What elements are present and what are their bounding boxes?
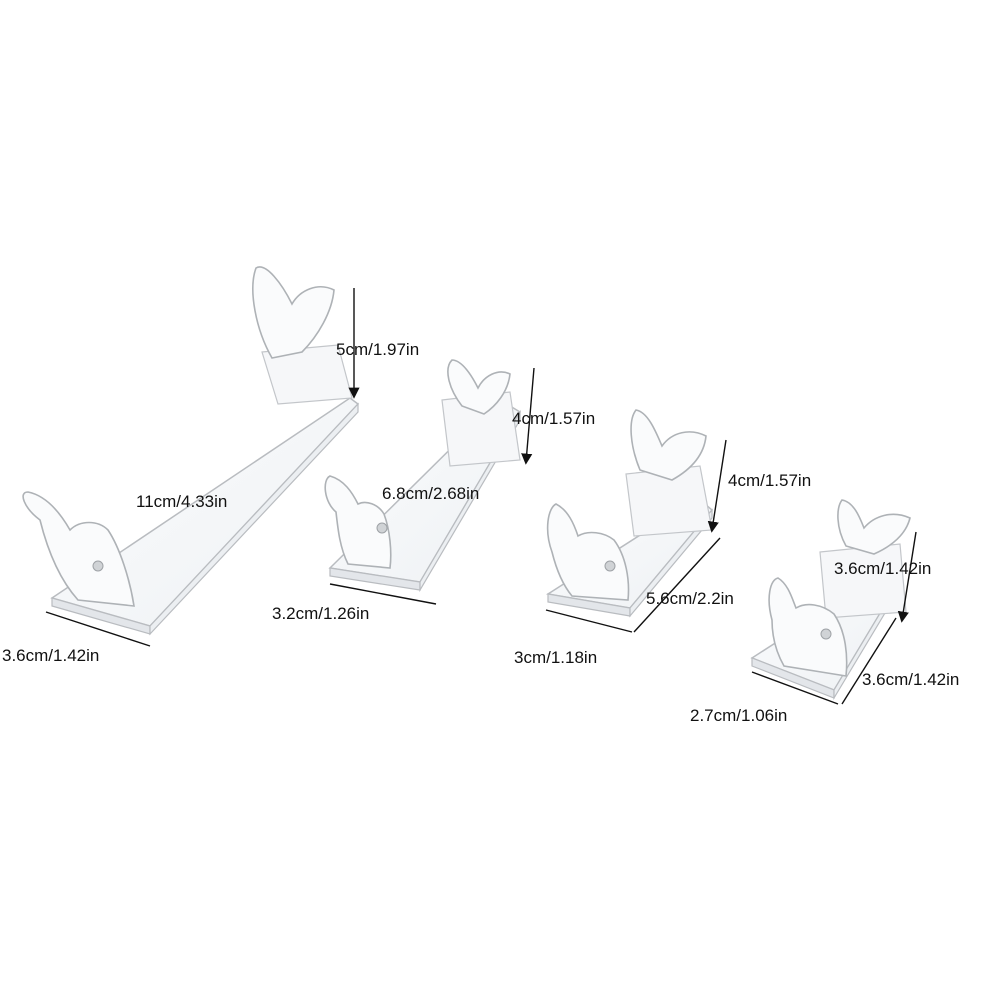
stand-medium-large-height-label: 4cm/1.57in	[512, 409, 596, 428]
stand-medium-large-front-butterfly	[324, 475, 392, 569]
stand-medium-large-length-label: 6.8cm/2.68in	[382, 484, 480, 503]
stand-large	[22, 266, 360, 647]
stand-small-length-label: 3.6cm/1.42in	[862, 670, 960, 689]
stand-large-front-butterfly	[22, 491, 135, 607]
stand-large-width-label: 3.6cm/1.42in	[2, 646, 100, 665]
stand-small-width-label: 2.7cm/1.06in	[690, 706, 788, 725]
stand-small-back-butterfly	[837, 499, 911, 555]
stand-large-back-butterfly	[252, 266, 335, 359]
stand-medium-height-label: 4cm/1.57in	[728, 471, 812, 490]
stand-medium-length-label: 5.6cm/2.2in	[646, 589, 734, 608]
stand-medium-large-width-label: 3.2cm/1.26in	[272, 604, 370, 623]
stand-medium-back-butterfly	[630, 409, 707, 481]
stand-small-height-label: 3.6cm/1.42in	[834, 559, 932, 578]
stand-medium-width-label: 3cm/1.18in	[514, 648, 598, 667]
stand-medium	[545, 409, 727, 633]
stand-medium-large-back-butterfly	[447, 359, 511, 415]
stand-small	[750, 499, 917, 705]
stand-medium-large	[324, 359, 535, 605]
stand-large-height-label: 5cm/1.97in	[336, 340, 420, 359]
stand-medium-front-butterfly	[546, 503, 630, 601]
stand-large-length-label: 11cm/4.33in	[136, 492, 228, 511]
stand-small-front-butterfly	[768, 577, 848, 677]
